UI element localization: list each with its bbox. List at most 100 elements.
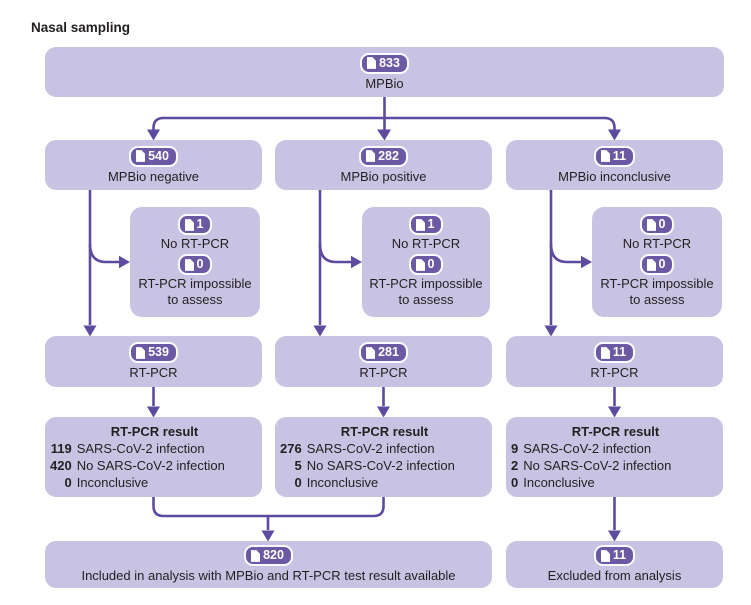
document-icon <box>600 346 610 359</box>
impossible-label: RT-PCR impossible to assess <box>369 276 483 307</box>
result-value: 9 <box>511 441 519 456</box>
impossible-label: RT-PCR impossible to assess <box>138 276 252 307</box>
result-rows: 276 SARS-CoV-2 infection 5 No SARS-CoV-2… <box>280 440 489 491</box>
count-value: 11 <box>612 148 627 163</box>
count-badge: 820 <box>244 545 293 566</box>
count-value: 282 <box>378 148 399 163</box>
document-icon <box>366 150 376 162</box>
count-badge: 833 <box>360 52 409 74</box>
no-rtpcr-label: No RT-PCR <box>622 236 692 251</box>
document-icon <box>136 346 146 359</box>
no-rtpcr-label: No RT-PCR <box>391 236 461 251</box>
node-excluded-from-analysis: 11 Excluded from analysis <box>506 541 723 588</box>
node-exclusions-positive: 1 No RT-PCR 0 RT-PCR impossible to asses… <box>362 207 490 317</box>
node-label: MPBio <box>365 75 404 91</box>
node-mpbio-negative: 540 MPBio negative <box>45 140 262 190</box>
count-value: 11 <box>612 548 627 562</box>
count-value: 540 <box>148 148 169 163</box>
node-label: Included in analysis with MPBio and RT-P… <box>81 568 456 583</box>
document-icon <box>646 218 656 231</box>
count-value: 833 <box>379 55 400 70</box>
result-title: RT-PCR result <box>571 424 660 439</box>
result-value: 420 <box>50 458 72 473</box>
count-badge: 11 <box>593 145 636 167</box>
count-value: 0 <box>658 217 666 231</box>
node-mpbio-root: 833 MPBio <box>45 47 724 97</box>
count-badge: 0 <box>639 214 675 235</box>
no-rtpcr-label: No RT-PCR <box>160 236 230 251</box>
count-badge: 11 <box>593 342 636 363</box>
figure-title: Nasal sampling <box>31 20 131 35</box>
document-icon <box>415 258 425 271</box>
count-badge: 1 <box>177 214 213 235</box>
result-title: RT-PCR result <box>110 424 199 439</box>
result-value: 2 <box>511 458 519 473</box>
node-exclusions-inconclusive: 0 No RT-PCR 0 RT-PCR impossible to asses… <box>592 207 722 317</box>
node-result-negative: RT-PCR result 119 SARS-CoV-2 infection 4… <box>45 417 262 497</box>
result-value: 119 <box>50 441 72 456</box>
node-label: MPBio inconclusive <box>558 168 671 184</box>
node-label: Excluded from analysis <box>547 568 682 583</box>
node-result-positive: RT-PCR result 276 SARS-CoV-2 infection 5… <box>275 417 492 497</box>
count-badge: 1 <box>408 214 444 235</box>
count-value: 0 <box>427 257 435 271</box>
count-badge: 282 <box>359 145 408 167</box>
node-label: MPBio negative <box>107 168 200 184</box>
count-value: 820 <box>263 548 284 562</box>
node-result-inconclusive: RT-PCR result 9 SARS-CoV-2 infection 2 N… <box>506 417 723 497</box>
document-icon <box>600 150 610 162</box>
node-rtpcr-positive: 281 RT-PCR <box>275 336 492 387</box>
result-value: 276 <box>280 441 302 456</box>
document-icon <box>600 549 610 562</box>
result-label: Inconclusive <box>306 475 379 490</box>
count-badge: 0 <box>408 254 444 275</box>
result-value: 0 <box>64 475 72 490</box>
result-title: RT-PCR result <box>340 424 429 439</box>
count-value: 1 <box>196 217 204 231</box>
node-rtpcr-inconclusive: 11 RT-PCR <box>506 336 723 387</box>
node-mpbio-inconclusive: 11 MPBio inconclusive <box>506 140 723 190</box>
result-value: 0 <box>294 475 302 490</box>
count-value: 0 <box>196 257 204 271</box>
document-icon <box>366 346 376 359</box>
impossible-label: RT-PCR impossible to assess <box>600 276 714 307</box>
count-badge: 11 <box>593 545 636 566</box>
result-rows: 119 SARS-CoV-2 infection 420 No SARS-CoV… <box>50 440 259 491</box>
document-icon <box>184 258 194 271</box>
node-rtpcr-negative: 539 RT-PCR <box>45 336 262 387</box>
node-exclusions-negative: 1 No RT-PCR 0 RT-PCR impossible to asses… <box>130 207 260 317</box>
result-value: 0 <box>511 475 519 490</box>
count-badge: 0 <box>639 254 675 275</box>
result-label: SARS-CoV-2 infection <box>76 441 205 456</box>
document-icon <box>415 218 425 231</box>
result-value: 5 <box>294 458 302 473</box>
count-badge: 540 <box>129 145 178 167</box>
node-label: RT-PCR <box>590 365 639 380</box>
result-label: No SARS-CoV-2 infection <box>76 458 225 473</box>
count-badge: 281 <box>359 342 408 363</box>
result-label: No SARS-CoV-2 infection <box>306 458 455 473</box>
document-icon <box>646 258 656 271</box>
result-label: No SARS-CoV-2 infection <box>523 458 672 473</box>
node-included-in-analysis: 820 Included in analysis with MPBio and … <box>45 541 492 588</box>
node-mpbio-positive: 282 MPBio positive <box>275 140 492 190</box>
document-icon <box>251 549 261 562</box>
result-label: SARS-CoV-2 infection <box>306 441 435 456</box>
document-icon <box>136 150 146 162</box>
count-value: 1 <box>427 217 435 231</box>
document-icon <box>184 218 194 231</box>
result-label: Inconclusive <box>523 475 595 490</box>
result-rows: 9 SARS-CoV-2 infection 2 No SARS-CoV-2 i… <box>511 440 720 491</box>
result-label: SARS-CoV-2 infection <box>523 441 652 456</box>
count-value: 0 <box>658 257 666 271</box>
node-label: MPBio positive <box>340 168 427 184</box>
count-badge: 539 <box>129 342 178 363</box>
document-icon <box>367 57 377 69</box>
count-value: 539 <box>148 345 169 359</box>
node-label: RT-PCR <box>129 365 178 380</box>
result-label: Inconclusive <box>76 475 149 490</box>
count-value: 281 <box>378 345 399 359</box>
count-value: 11 <box>612 345 627 359</box>
count-badge: 0 <box>177 254 213 275</box>
